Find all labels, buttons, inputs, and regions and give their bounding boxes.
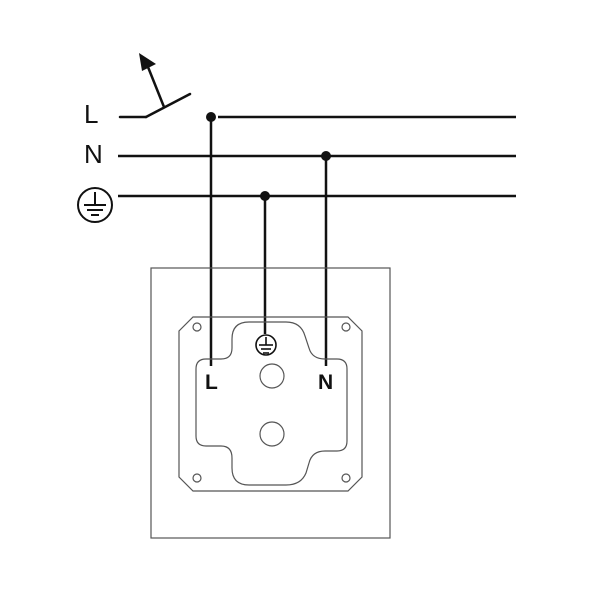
pin-hole-upper xyxy=(259,363,285,389)
switch-symbol xyxy=(118,60,192,119)
earth-ground-icon xyxy=(77,187,113,223)
terminal-label-neutral: N xyxy=(318,371,333,394)
socket-plate xyxy=(178,316,363,492)
drop-wires xyxy=(209,117,328,366)
live-junction-dot xyxy=(206,112,216,122)
screw-hole-top-left xyxy=(192,322,202,332)
supply-lines xyxy=(118,115,516,198)
earth-junction-dot xyxy=(260,191,270,201)
neutral-line-label: N xyxy=(84,139,103,169)
socket-insert-outline xyxy=(195,321,348,486)
screw-hole-bottom-left xyxy=(192,473,202,483)
pin-hole-lower xyxy=(259,421,285,447)
socket-frame xyxy=(150,267,391,539)
switch-arrow-head xyxy=(139,53,156,71)
live-line-label: L xyxy=(84,99,98,129)
screw-hole-bottom-right xyxy=(341,473,351,483)
neutral-junction-dot xyxy=(321,151,331,161)
earth-terminal-icon xyxy=(255,334,277,356)
screw-hole-top-right xyxy=(341,322,351,332)
terminal-label-live: L xyxy=(205,371,218,394)
